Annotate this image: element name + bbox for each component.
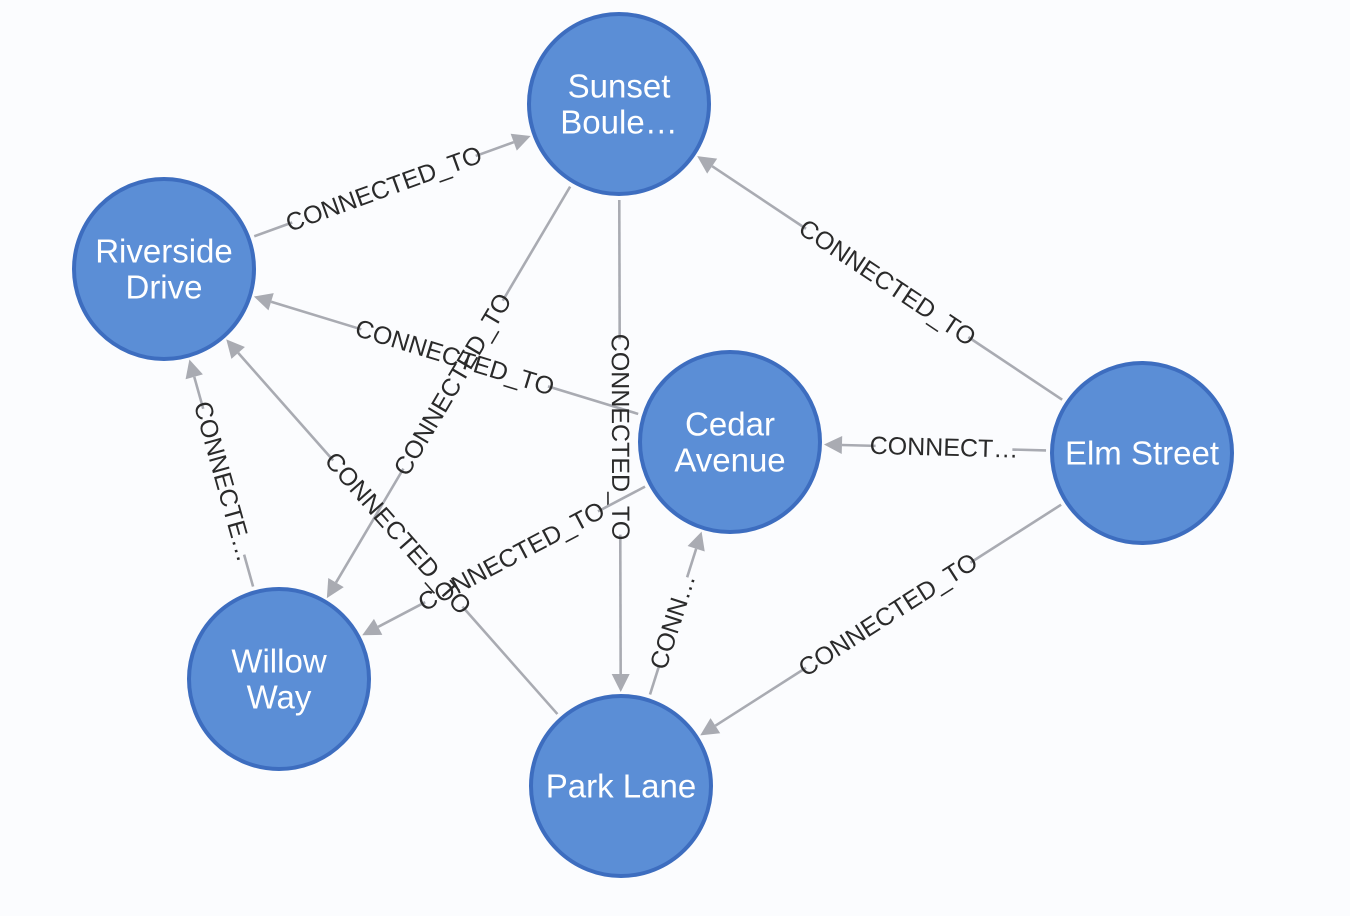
edge-line — [685, 548, 698, 578]
edge-line — [501, 185, 572, 302]
arrowhead-icon — [700, 718, 721, 736]
arrowhead-icon — [185, 359, 203, 380]
node-circle[interactable] — [529, 694, 713, 878]
edge-line — [1012, 448, 1047, 452]
edge-label: CONNECTED_TO — [606, 334, 635, 541]
arrowhead-icon — [253, 293, 274, 311]
node-circle[interactable] — [187, 587, 371, 771]
edge-line — [969, 503, 1062, 564]
edge-sunset-to-park[interactable]: CONNECTED_TO — [606, 199, 635, 693]
node-circle[interactable] — [72, 177, 256, 361]
edge-elm-to-cedar[interactable]: CONNECT… — [823, 432, 1047, 464]
node-circle[interactable] — [527, 12, 711, 196]
edge-park-to-cedar[interactable]: CONN… — [645, 531, 705, 695]
edge-label: CONN… — [645, 570, 701, 672]
edge-line — [377, 601, 426, 629]
edge-label: CONNECTED_TO — [282, 141, 486, 238]
edge-line — [237, 352, 335, 462]
edge-line — [461, 605, 559, 715]
park-lane-node[interactable]: Park Lane — [529, 694, 713, 878]
arrowhead-icon — [697, 156, 718, 174]
edge-label: CONNECTED_TO — [794, 548, 983, 683]
node-circle[interactable] — [1050, 361, 1234, 545]
arrowhead-icon — [823, 435, 843, 454]
edge-label: CONNECTED_TO — [414, 496, 610, 617]
edge-line — [270, 300, 362, 331]
edge-line — [967, 336, 1063, 401]
sunset-boulevard-node[interactable]: SunsetBoule… — [527, 12, 711, 196]
edge-line — [714, 666, 807, 727]
edge-label: CONNECT… — [869, 432, 1018, 464]
edge-line — [711, 165, 807, 230]
edge-line — [192, 376, 205, 410]
arrowhead-icon — [362, 618, 383, 636]
edge-line — [648, 665, 661, 695]
edge-willow-to-riverside[interactable]: CONNECTE… — [185, 359, 260, 587]
edge-line — [475, 140, 515, 158]
edge-elm-to-park[interactable]: CONNECTED_TO — [700, 503, 1062, 736]
elm-street-node[interactable]: Elm Street — [1050, 361, 1234, 545]
edge-label: CONNECTE… — [188, 398, 260, 565]
edge-line — [841, 443, 876, 448]
arrowhead-icon — [611, 673, 630, 693]
edge-label: CONNECTED_TO — [793, 214, 980, 352]
arrowhead-icon — [687, 531, 705, 552]
edge-line — [242, 554, 255, 587]
edge-line — [334, 467, 405, 584]
arrowhead-icon — [510, 133, 531, 151]
arrowhead-icon — [226, 339, 245, 359]
edge-line — [597, 485, 646, 513]
arrowhead-icon — [326, 578, 344, 599]
edge-line — [253, 221, 293, 238]
node-circle[interactable] — [638, 350, 822, 534]
edge-line — [547, 385, 639, 416]
edge-riverside-to-sunset[interactable]: CONNECTED_TO — [253, 133, 531, 238]
